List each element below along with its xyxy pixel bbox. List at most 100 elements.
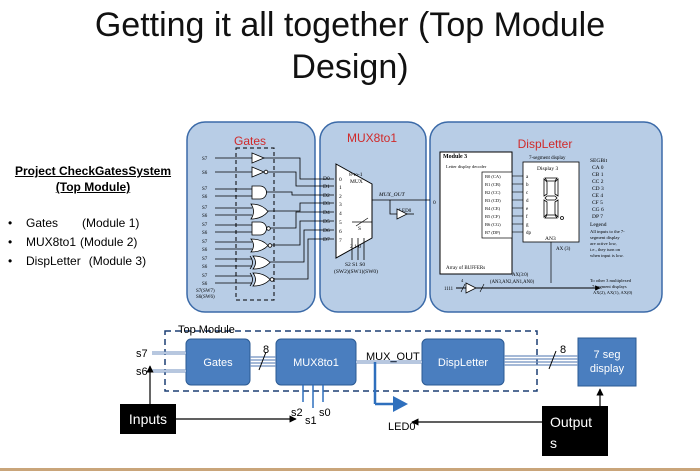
mux-input-label: D3 (323, 201, 330, 207)
segment-letter: d (526, 199, 529, 204)
led-arrow-icon (393, 396, 408, 412)
mux-input-num: 6 (339, 229, 342, 235)
gate-input-label: S7 (202, 157, 208, 162)
nor-gate-icon (250, 238, 269, 253)
gate-input-label: S6 (202, 171, 208, 176)
segment-output-label: B3 (CD) (485, 198, 501, 203)
gate-input-label: S6 (202, 282, 208, 287)
segment-output-label: B1 (CB) (485, 182, 501, 187)
note-line: To other 3 multiplexed (590, 278, 632, 283)
module-list: Gates(Module 1) MUX8to1(Module 2) DispLe… (8, 214, 146, 271)
mux-out-number: 0 (433, 200, 436, 206)
displetter-panel-title: DispLetter (518, 137, 573, 151)
gate-input-label: S6 (202, 231, 208, 236)
slide-bottom-rule (0, 468, 700, 471)
mux-select-label: (SW2)(SW1)(SW0) (334, 268, 378, 275)
segment-letter: e (526, 207, 529, 212)
legend-text-line: when input is low. (590, 253, 624, 258)
segbit-row: DP 7 (592, 214, 603, 220)
mux-out-label: MUX_OUT (366, 351, 420, 363)
legend-text-line: segment display (590, 235, 620, 240)
gate-input-label: S7 (202, 274, 208, 279)
segment-output-label: B6 (CG) (485, 222, 501, 227)
bus-width-8: 8 (560, 344, 566, 356)
note-line: AX(2), AX(1), AX(0) (593, 290, 633, 296)
mux-block-label: MUX8to1 (293, 357, 339, 369)
gate-input-label: S7 (202, 223, 208, 228)
outputs-label: s (550, 435, 557, 451)
and-gate-icon (251, 185, 267, 200)
seven-seg-label: 7 seg (594, 349, 621, 361)
mux-input-num: 1 (339, 185, 342, 191)
bus-label: AX(3:0) (512, 273, 529, 278)
mux-input-label: D4 (323, 210, 330, 216)
or-gate-icon (250, 203, 269, 220)
segment-output-label: B2 (CC) (485, 190, 501, 195)
slide-title: Getting it all together (Top Module Desi… (0, 4, 700, 88)
segbit-row: CF 5 (592, 200, 603, 206)
gate-input-label: S6 (202, 265, 208, 270)
gate-input-label: S7 (202, 206, 208, 211)
module-list-item: DispLetter(Module 3) (8, 252, 146, 271)
segment-letter: f (526, 215, 528, 220)
segment-letter: a (526, 175, 529, 180)
s7-label: s7 (136, 348, 148, 360)
mux-out-label: MUX_OUT (378, 192, 406, 198)
led-label: LED0 (388, 421, 416, 433)
ax3-label: AX (3) (556, 247, 571, 252)
xor-gate-icon (252, 255, 271, 270)
seven-segment-digit-icon (543, 177, 564, 220)
mux-input-num: 7 (339, 238, 342, 244)
legend-title: Legend (590, 222, 607, 228)
gate-bottom-label: S6(SW6) (196, 295, 215, 300)
mux-panel-title: MUX8to1 (347, 131, 397, 145)
gate-input-label: S6 (202, 195, 208, 200)
bus-buffer-icon (465, 282, 477, 294)
segment-output-label: B0 (CA) (485, 174, 501, 179)
mux-input-num: 2 (339, 194, 342, 200)
display3-title: Display 3 (537, 166, 558, 172)
buffer-gate-icon (251, 152, 266, 164)
segbit-row: CB 1 (592, 172, 604, 178)
mux-input-num: 4 (339, 211, 342, 217)
xnor-gate-icon (252, 272, 271, 287)
seven-seg-label: display (590, 363, 625, 375)
decoder-label: Letter display decoder (446, 164, 487, 169)
project-subtitle: (Top Module) (55, 180, 131, 194)
note-line: 7-segment displays (592, 284, 627, 289)
mux-input-label: D7 (323, 237, 330, 243)
gate-inputs (215, 157, 252, 284)
mux-input-num: 5 (339, 220, 342, 226)
segbit-row: CG 6 (592, 207, 604, 213)
inputs-label: Inputs (129, 411, 167, 427)
buffers-label: Array of BUFFERs (446, 266, 485, 271)
s2-label: s2 (291, 407, 303, 419)
segbit-row: CD 3 (592, 186, 604, 192)
slide-title-line-2: Design) (291, 48, 409, 86)
logic-gates (250, 152, 271, 287)
segment-output-label: B5 (CF) (485, 214, 500, 219)
gates-panel (186, 121, 316, 313)
gate-bottom-label: S7(SW7) (196, 289, 215, 294)
seven-seg-display-block (577, 337, 637, 387)
inputs-box (120, 404, 176, 434)
outputs-box (542, 406, 608, 456)
s0-label: s0 (319, 407, 331, 419)
inverter-gate-icon (251, 166, 266, 178)
top-module-dashed-box (164, 330, 538, 392)
slide-title-line-1: Getting it all together (Top Module (94, 6, 606, 44)
segment-output-label: B7 (DP) (485, 230, 501, 235)
s6-label: s6 (136, 366, 148, 378)
segbit-row: CC 2 (592, 179, 604, 185)
top-module-label: Top Module (178, 324, 235, 336)
segbit-row: CA 0 (592, 165, 604, 171)
mux-block-label: 8-to-1 (349, 172, 363, 178)
mux-input-num: 0 (339, 177, 342, 183)
gates-block (185, 338, 251, 386)
legend-text-line: All inputs to the 7- (590, 229, 625, 234)
display3-box (522, 161, 580, 243)
gates-dashed-box (235, 147, 275, 301)
project-name: Project CheckGatesSystem (14, 164, 172, 178)
mux-input-label: D5 (323, 219, 330, 225)
segbit-title: SEGBit (590, 158, 608, 164)
